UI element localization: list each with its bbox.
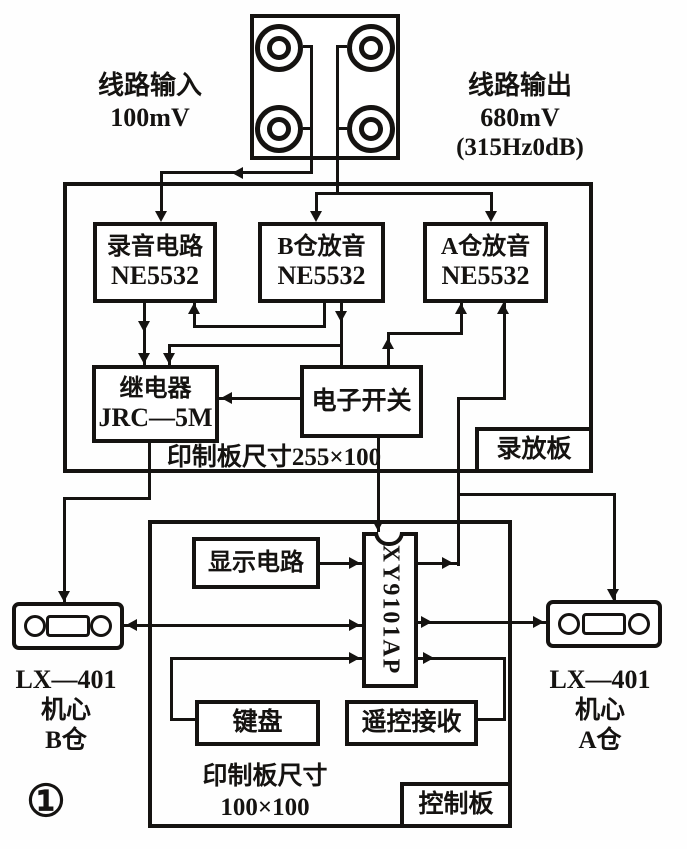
deck-b-mechanism (12, 602, 124, 650)
record-play-board-outline (63, 182, 593, 473)
block-part-number: NE5532 (277, 261, 366, 291)
block-part-number: NE5532 (110, 261, 200, 291)
control-board-pcb-size: 印制板尺寸 100×100 (175, 762, 355, 823)
block-remote-receiver: 遥控接收 (345, 700, 478, 746)
jack-output-right (347, 105, 395, 153)
deck-mechanism: 机心 (40, 696, 91, 724)
block-label: B仓放音 (277, 234, 366, 260)
board-tag-label: 录放板 (496, 436, 572, 464)
block-label: 电子开关 (311, 387, 412, 415)
deck-model: LX—401 (15, 665, 117, 694)
block-electronic-switch: 电子开关 (300, 365, 423, 438)
deck-bay: A仓 (578, 727, 622, 755)
ic-notch (374, 532, 404, 546)
jack-output-left (347, 24, 395, 72)
block-label: 继电器 (119, 375, 192, 402)
control-board-outline (148, 520, 512, 828)
block-relay: 继电器 JRC—5M (92, 365, 219, 443)
figure-number: ① (26, 777, 66, 826)
line-output-value: 680mV (480, 102, 560, 132)
block-label: A仓放音 (440, 234, 531, 260)
tape-window-icon (46, 615, 90, 637)
line-input-title: 线路输入 (97, 71, 202, 100)
reel-icon (24, 615, 46, 637)
block-display-circuit: 显示电路 (192, 537, 320, 589)
block-label: 录音电路 (107, 234, 203, 260)
board-tag-label: 控制板 (418, 791, 494, 819)
deck-b-label: LX—401 机心 B仓 (8, 664, 124, 757)
control-board-tag: 控制板 (400, 782, 512, 828)
line-output-label: 线路输出 680mV (315Hz0dB) (428, 70, 612, 164)
block-part-number: NE5532 (441, 261, 530, 291)
record-play-board-tag: 录放板 (475, 427, 593, 473)
line-output-title: 线路输出 (467, 71, 572, 100)
block-label: 键盘 (232, 709, 283, 737)
pcb-size-line2: 100×100 (220, 793, 310, 821)
jack-input-left (255, 24, 303, 72)
block-record-circuit: 录音电路 NE5532 (93, 222, 217, 303)
block-part-number: JRC—5M (98, 402, 213, 432)
line-input-value: 100mV (110, 102, 190, 132)
reel-icon (90, 615, 112, 637)
block-label: 遥控接收 (361, 709, 462, 737)
block-keyboard: 键盘 (195, 700, 320, 746)
deck-a-mechanism (546, 600, 662, 648)
deck-a-label: LX—401 机心 A仓 (538, 664, 662, 757)
deck-mechanism: 机心 (574, 696, 625, 724)
tape-window-icon (582, 613, 626, 635)
reel-icon (628, 613, 650, 635)
jack-input-right (255, 105, 303, 153)
line-output-note: (315Hz0dB) (456, 134, 584, 162)
block-deck-b-playback: B仓放音 NE5532 (258, 222, 385, 303)
deck-bay: B仓 (45, 727, 87, 755)
block-controller-ic: XY9101AP (362, 532, 418, 688)
block-deck-a-playback: A仓放音 NE5532 (423, 222, 548, 303)
deck-model: LX—401 (549, 665, 651, 694)
line-input-label: 线路输入 100mV (80, 70, 220, 133)
reel-icon (558, 613, 580, 635)
block-label: 显示电路 (208, 549, 304, 576)
pcb-size-line1: 印制板尺寸 (202, 763, 328, 790)
record-play-board-pcb-size: 印制板尺寸255×100 (166, 444, 382, 471)
ic-part-number: XY9101AP (377, 544, 404, 676)
